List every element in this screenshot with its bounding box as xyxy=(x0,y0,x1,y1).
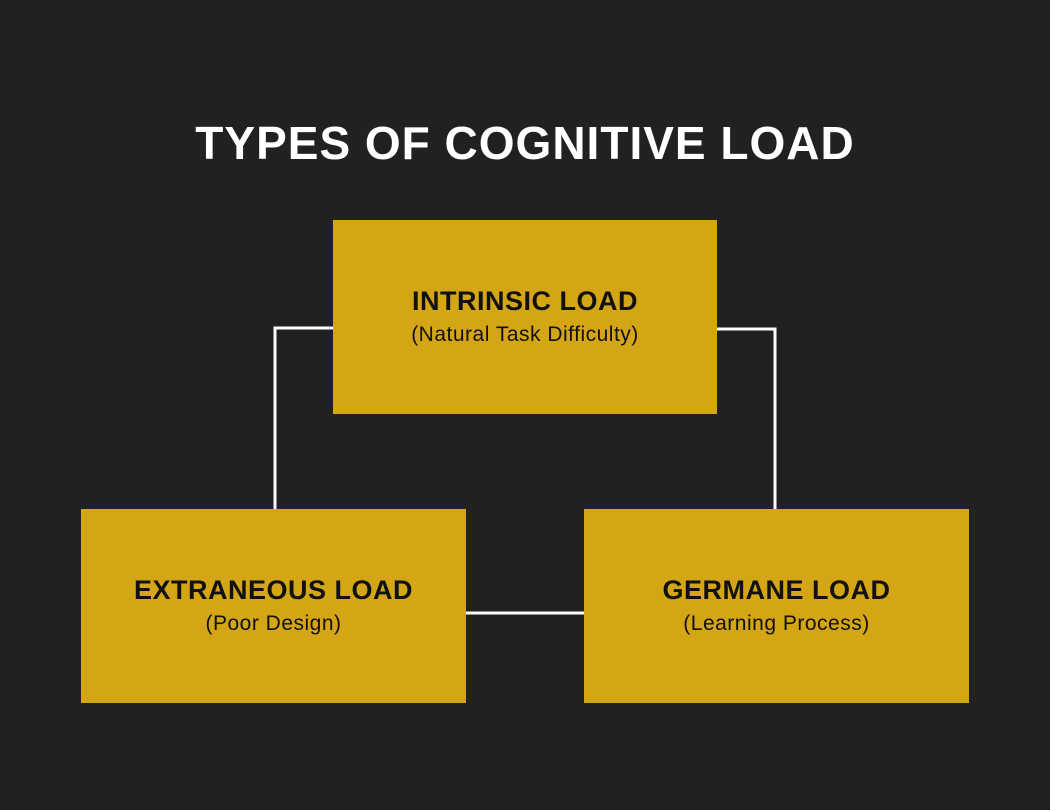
intrinsic-load-box: INTRINSIC LOAD (Natural Task Difficulty) xyxy=(333,220,717,414)
germane-load-title: GERMANE LOAD xyxy=(662,575,891,605)
intrinsic-load-title: INTRINSIC LOAD xyxy=(412,286,638,316)
extraneous-load-box: EXTRANEOUS LOAD (Poor Design) xyxy=(81,509,466,703)
connector-intrinsic-germane xyxy=(717,327,777,509)
diagram-title: TYPES OF COGNITIVE LOAD xyxy=(195,117,855,169)
extraneous-load-subtitle: (Poor Design) xyxy=(205,612,342,635)
germane-load-box: GERMANE LOAD (Learning Process) xyxy=(584,509,969,703)
germane-load-subtitle: (Learning Process) xyxy=(683,612,870,635)
extraneous-load-title: EXTRANEOUS LOAD xyxy=(133,575,414,605)
connector-intrinsic-extraneous xyxy=(273,326,333,509)
intrinsic-load-subtitle: (Natural Task Difficulty) xyxy=(411,323,639,346)
